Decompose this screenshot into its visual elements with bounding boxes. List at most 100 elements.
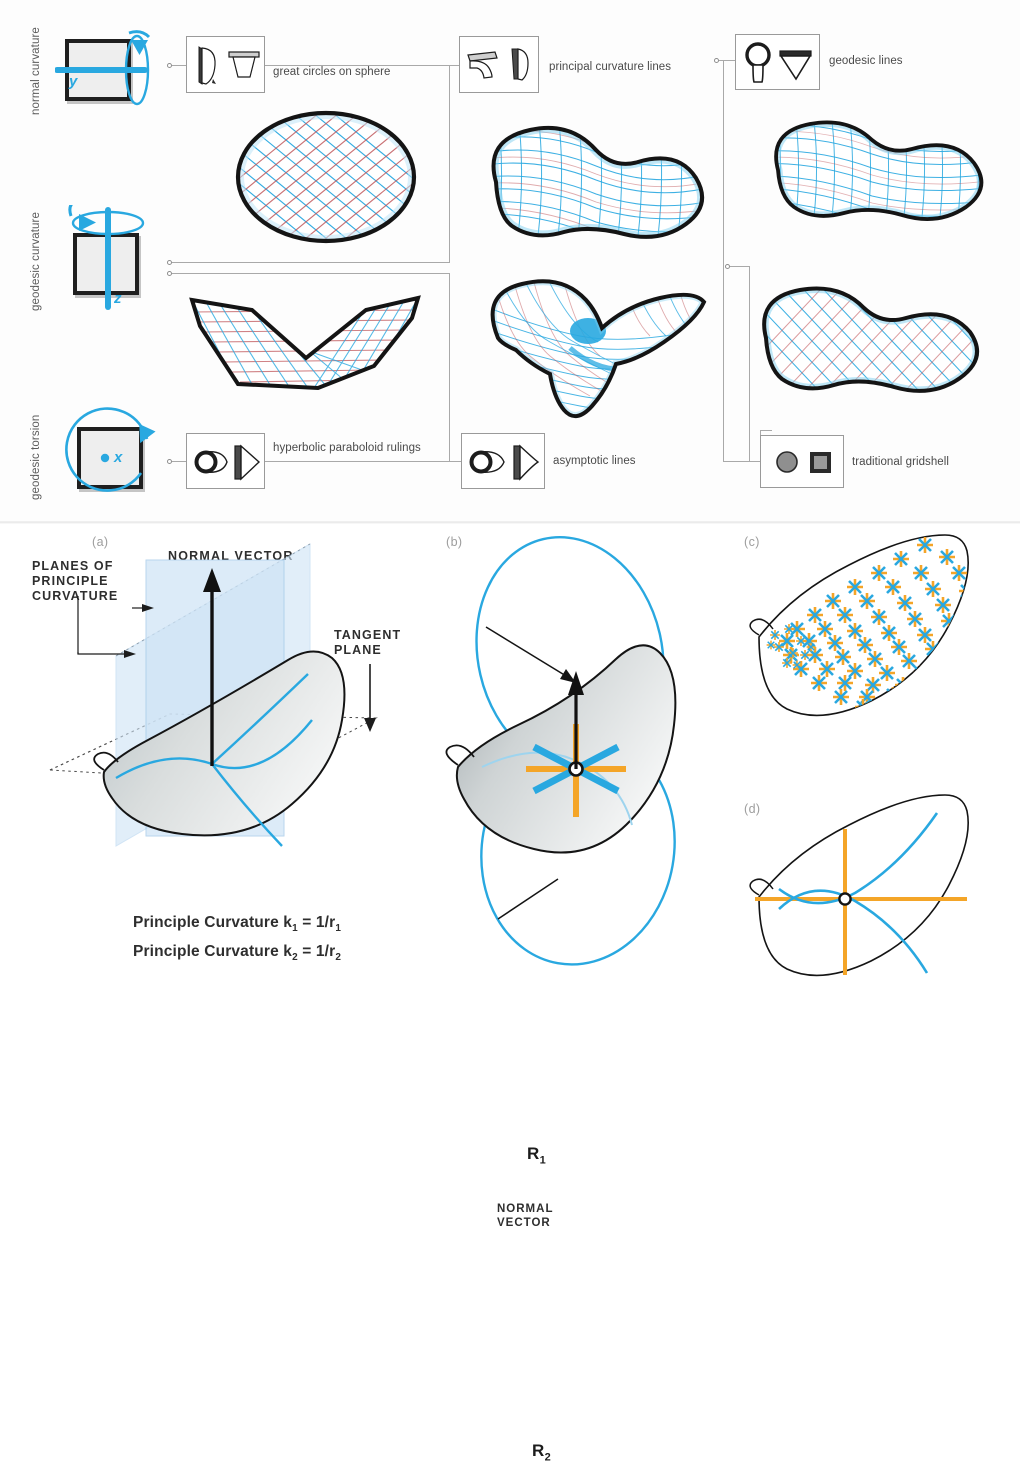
connector-line	[730, 266, 750, 268]
icon-box-asymptotic-lines[interactable]	[461, 433, 545, 489]
surface-sphere-dome	[231, 105, 421, 250]
connector-node-gridshell-mid	[725, 264, 730, 269]
saddle-surface-b	[455, 644, 677, 854]
connector-node-great-circles	[167, 63, 172, 68]
icon-box-great-circles-on-sphere[interactable]	[186, 36, 265, 93]
connector-node-row2b	[167, 271, 172, 276]
icon-box-principal-curvature-lines[interactable]	[459, 36, 539, 93]
surface-cusp	[93, 751, 119, 771]
panel-a-figure	[20, 534, 440, 874]
connector-node-geodesic	[714, 58, 719, 63]
ring-teardrop-icon	[194, 450, 228, 474]
x-axis-rotation-circle-icon	[65, 407, 156, 492]
principal-curvature-icons	[467, 48, 529, 81]
connector-line	[760, 430, 772, 432]
panel-d-figure	[735, 789, 1015, 1019]
principal-curve-d2	[778, 812, 939, 905]
rotation-icon-normal-curvature: y	[55, 25, 165, 115]
connector-line	[723, 461, 761, 463]
principal-curve-2	[211, 763, 283, 847]
label-asymptotic-lines: asymptotic lines	[553, 455, 636, 467]
label-tangent-plane: TANGENT PLANE	[334, 628, 402, 657]
label-normal-vector-b: NORMAL VECTOR	[497, 1203, 554, 1229]
hypar-icons	[194, 444, 261, 481]
planes-leader-lines	[77, 596, 124, 655]
panel-tag-d: (d)	[744, 802, 761, 816]
formula-k2-mid: = 1/r	[297, 943, 336, 960]
asymptotic-icons	[469, 444, 540, 481]
principal-curve-d1	[778, 889, 929, 974]
label-hyperbolic-paraboloid-rulings: hyperbolic paraboloid rulings	[273, 442, 421, 454]
tangent-plane-leader	[364, 664, 376, 732]
formula-k1-sub2: 1	[335, 923, 342, 935]
curved-blade-icon	[511, 48, 529, 81]
formula-k1-sub1: 1	[292, 923, 298, 935]
ring-teardrop-icon	[469, 450, 505, 474]
row-label-geodesic-curvature: geodesic curvature	[30, 212, 42, 311]
label-principal-curvature-lines: principal curvature lines	[549, 61, 672, 73]
r1-leader	[485, 626, 576, 683]
row-label-normal-curvature: normal curvature	[30, 27, 42, 115]
row-label-geodesic-torsion: geodesic torsion	[30, 414, 42, 500]
connector-line	[449, 273, 451, 461]
axis-letter-z: z	[114, 290, 122, 307]
connector-line	[265, 461, 462, 463]
leaf-outline-d	[758, 794, 969, 977]
formula-k1-lead: Principle Curvature k	[133, 914, 293, 931]
curvature-matrix-section: normal curvature geodesic curvature geod…	[0, 0, 1020, 524]
formula-k1: Principle Curvature k1 = 1/r1	[133, 914, 341, 934]
formula-k1-mid: = 1/r	[297, 914, 336, 931]
connector-line	[265, 65, 460, 67]
connector-node-hypar	[167, 459, 172, 464]
great-circles-icons	[198, 46, 260, 85]
curvature-explanation-section: (a) PLANES OF PRINCIPLE CURVATURE NORMAL…	[0, 524, 1020, 1463]
section-divider	[0, 521, 1020, 524]
rotation-icon-geodesic-torsion: x	[55, 405, 165, 505]
connector-line	[723, 60, 725, 462]
ring-handle-icon	[745, 42, 771, 83]
surface-asymptotic	[470, 276, 714, 419]
axis-letter-y: y	[69, 73, 78, 90]
y-axis-rotation-arrow-icon	[55, 30, 151, 106]
icon-box-hyperbolic-paraboloid-rulings[interactable]	[186, 433, 265, 489]
label-geodesic-lines: geodesic lines	[829, 55, 903, 67]
axis-letter-x: x	[114, 449, 123, 466]
connector-line	[172, 273, 450, 275]
formula-k2-sub2: 2	[335, 952, 342, 964]
panel-b-figure	[430, 529, 730, 979]
icon-box-geodesic-lines[interactable]	[735, 34, 820, 90]
connector-line	[172, 461, 186, 463]
panel-tag-b: (b)	[446, 535, 463, 549]
formula-k2: Principle Curvature k2 = 1/r2	[133, 943, 341, 963]
surface-point-marker-d	[838, 892, 852, 906]
normal-vector-arrow-a	[203, 568, 221, 766]
leaf-outline-c	[758, 534, 970, 717]
panel-c-figure	[735, 529, 1015, 809]
surface-hypar	[178, 288, 430, 398]
curved-panel-icon	[198, 46, 216, 85]
z-axis-rotation-arrow-icon	[68, 205, 145, 310]
wedge-plate-icon	[513, 444, 540, 481]
formula-k2-sub1: 2	[292, 952, 298, 964]
r2-leader	[497, 878, 559, 920]
slab-icon	[467, 51, 498, 79]
icon-box-traditional-gridshell[interactable]	[760, 435, 844, 488]
connector-node-row2a	[167, 260, 172, 265]
label-planes-of-principle-curvature: PLANES OF PRINCIPLE CURVATURE	[32, 559, 119, 603]
rotation-icon-geodesic-curvature: z	[55, 205, 165, 310]
funnel-icon	[779, 50, 812, 81]
surface-blob-principal	[478, 112, 714, 252]
panel-tag-c: (c)	[744, 535, 760, 549]
surface-blob-geodesic	[762, 112, 1002, 244]
circle-node-icon	[776, 451, 798, 473]
gridshell-icons	[776, 451, 831, 473]
connector-line	[172, 65, 186, 67]
connector-line	[449, 65, 451, 263]
surface-gridshell	[752, 276, 1004, 416]
wedge-plate-icon	[234, 444, 261, 481]
label-r1: R1	[527, 1144, 546, 1167]
formula-k2-lead: Principle Curvature k	[133, 943, 293, 960]
trapezoid-shell-icon	[228, 51, 260, 78]
label-r2: R2	[532, 1441, 551, 1463]
